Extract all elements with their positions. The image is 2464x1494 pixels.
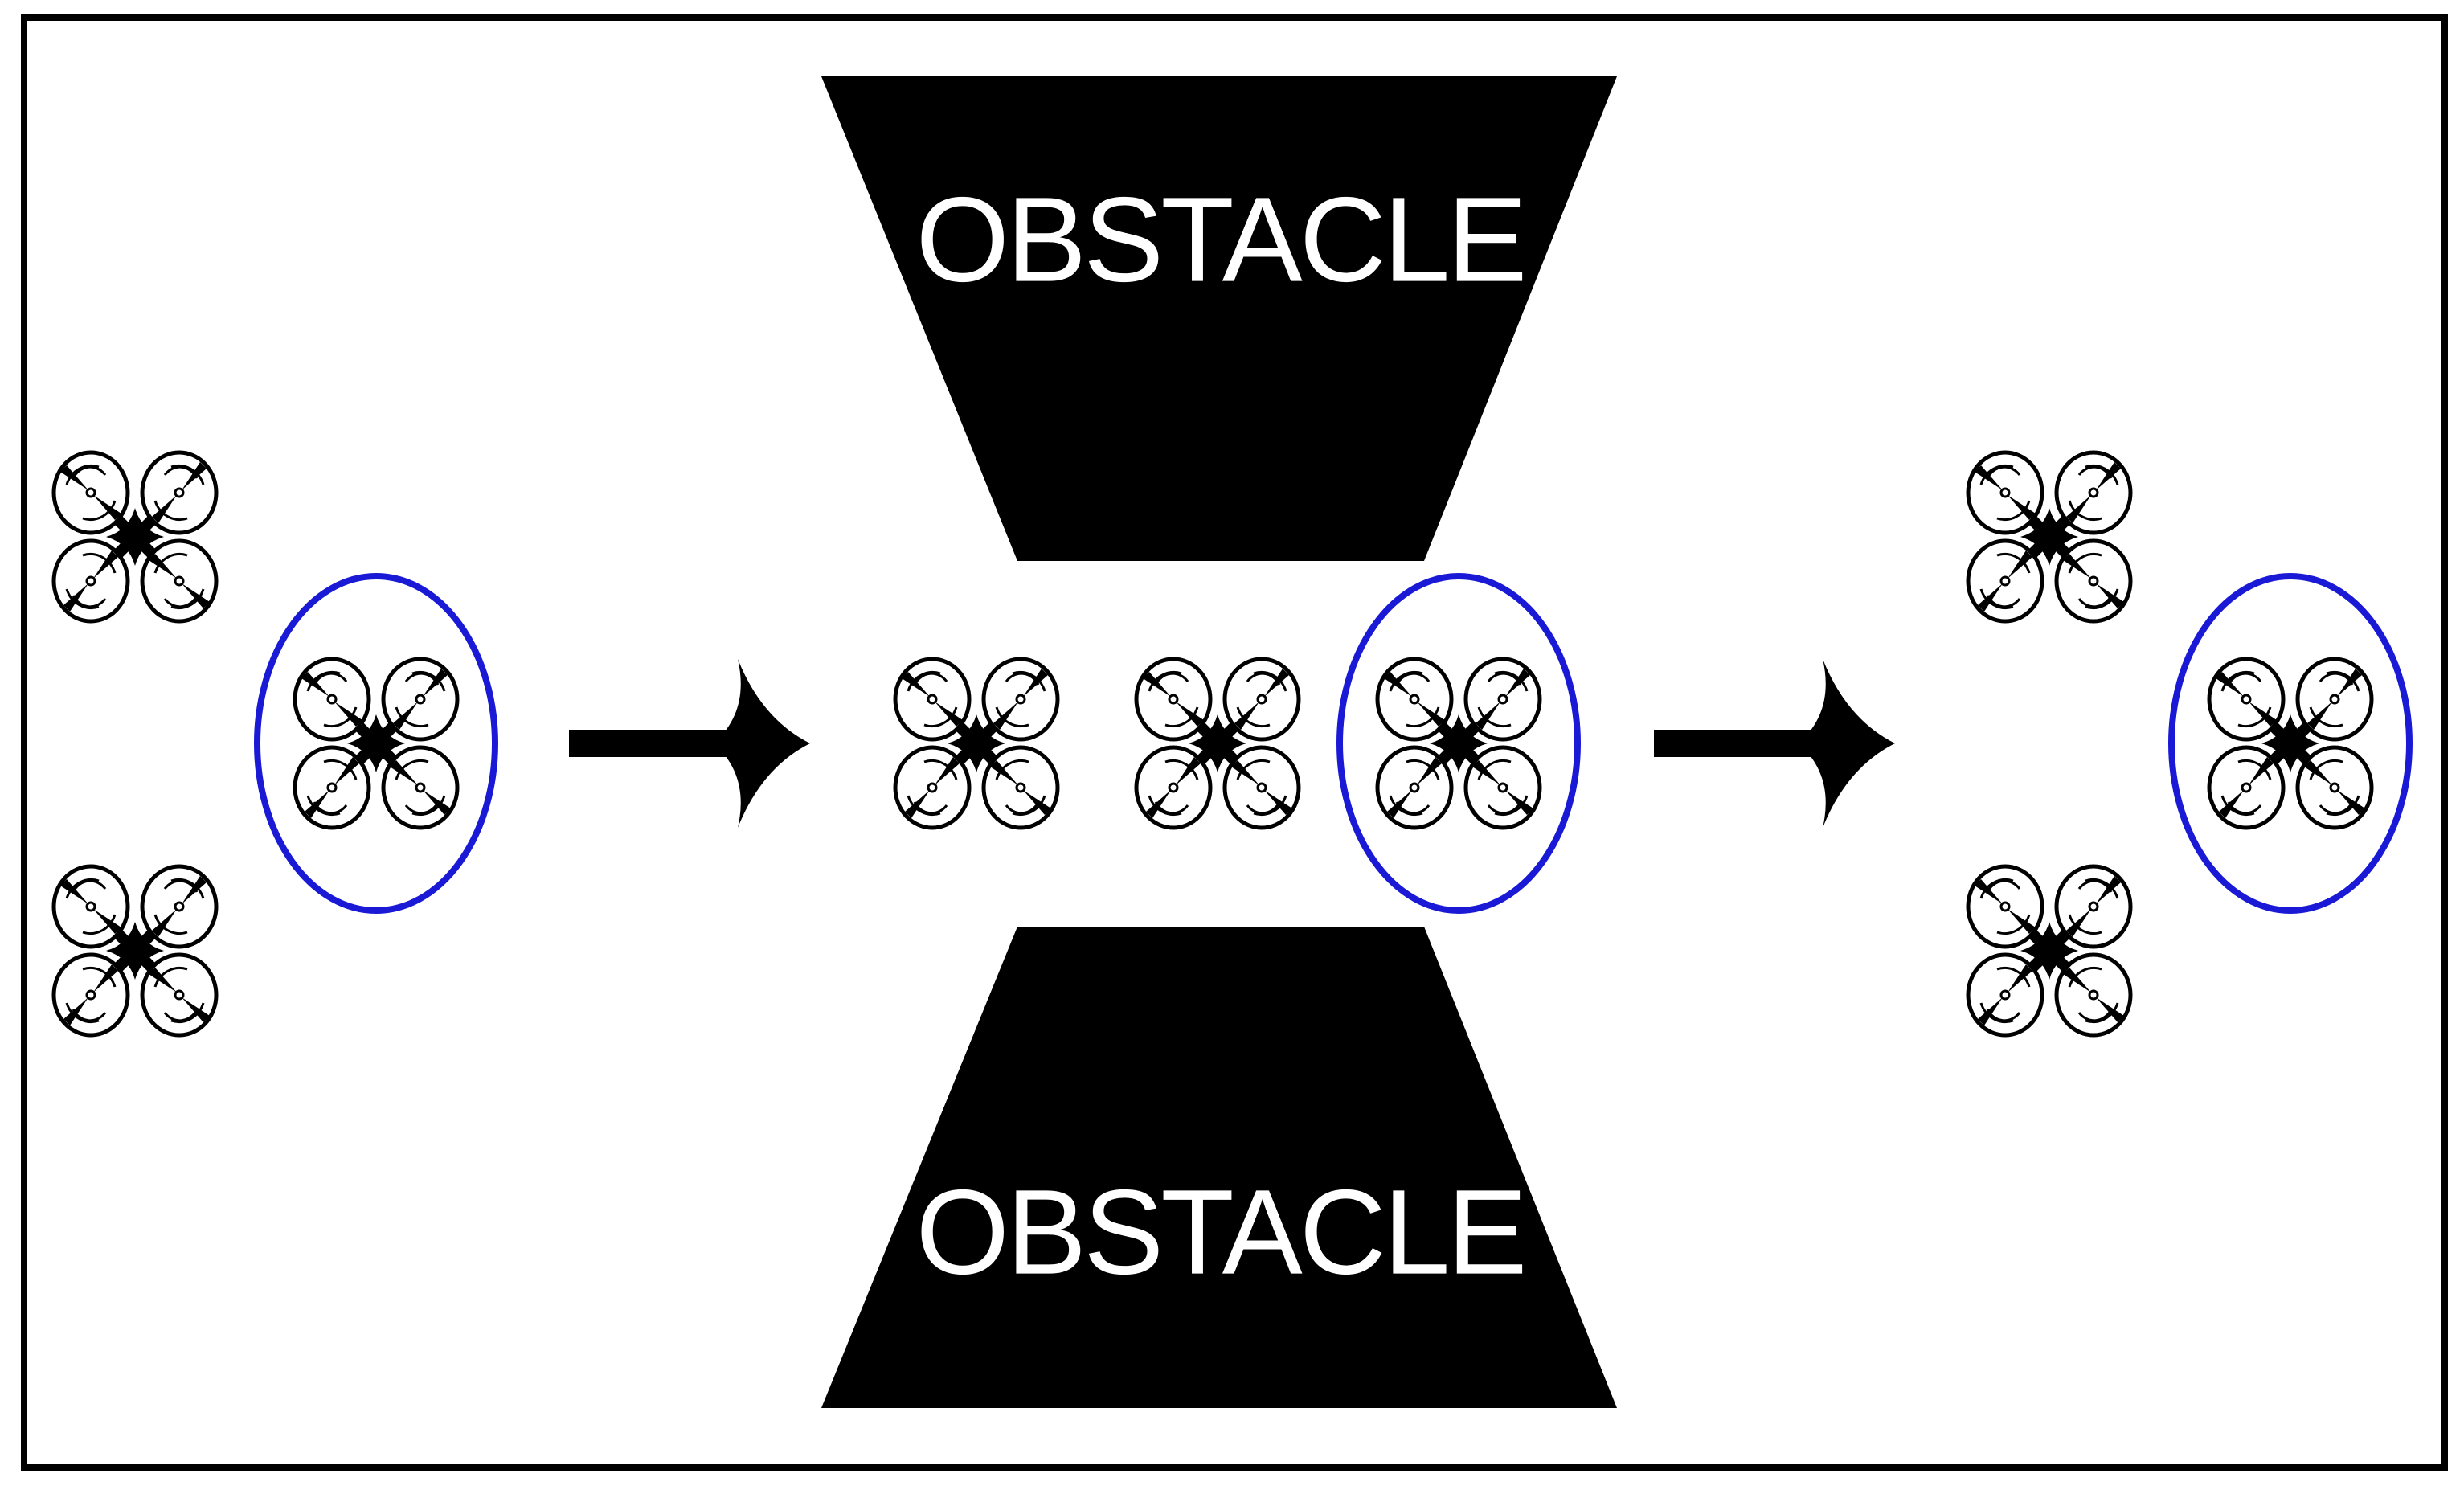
leader-highlight-ring [2168,573,2413,914]
leader-highlight-ring [1336,573,1581,914]
stage-initial-formation [54,452,498,1035]
obstacle-top-label: OBSTACLE [915,172,1524,307]
obstacle-bottom: OBSTACLE [821,927,1617,1408]
obstacle-top: OBSTACLE [821,76,1617,561]
obstacle-top-shape [821,76,1617,561]
stage-in-line-passage [895,573,1581,914]
leader-highlight-ring [254,573,498,914]
obstacle-bottom-label: OBSTACLE [915,1165,1524,1300]
obstacle-bottom-shape [821,927,1617,1408]
stage-restored-formation [1968,452,2413,1035]
